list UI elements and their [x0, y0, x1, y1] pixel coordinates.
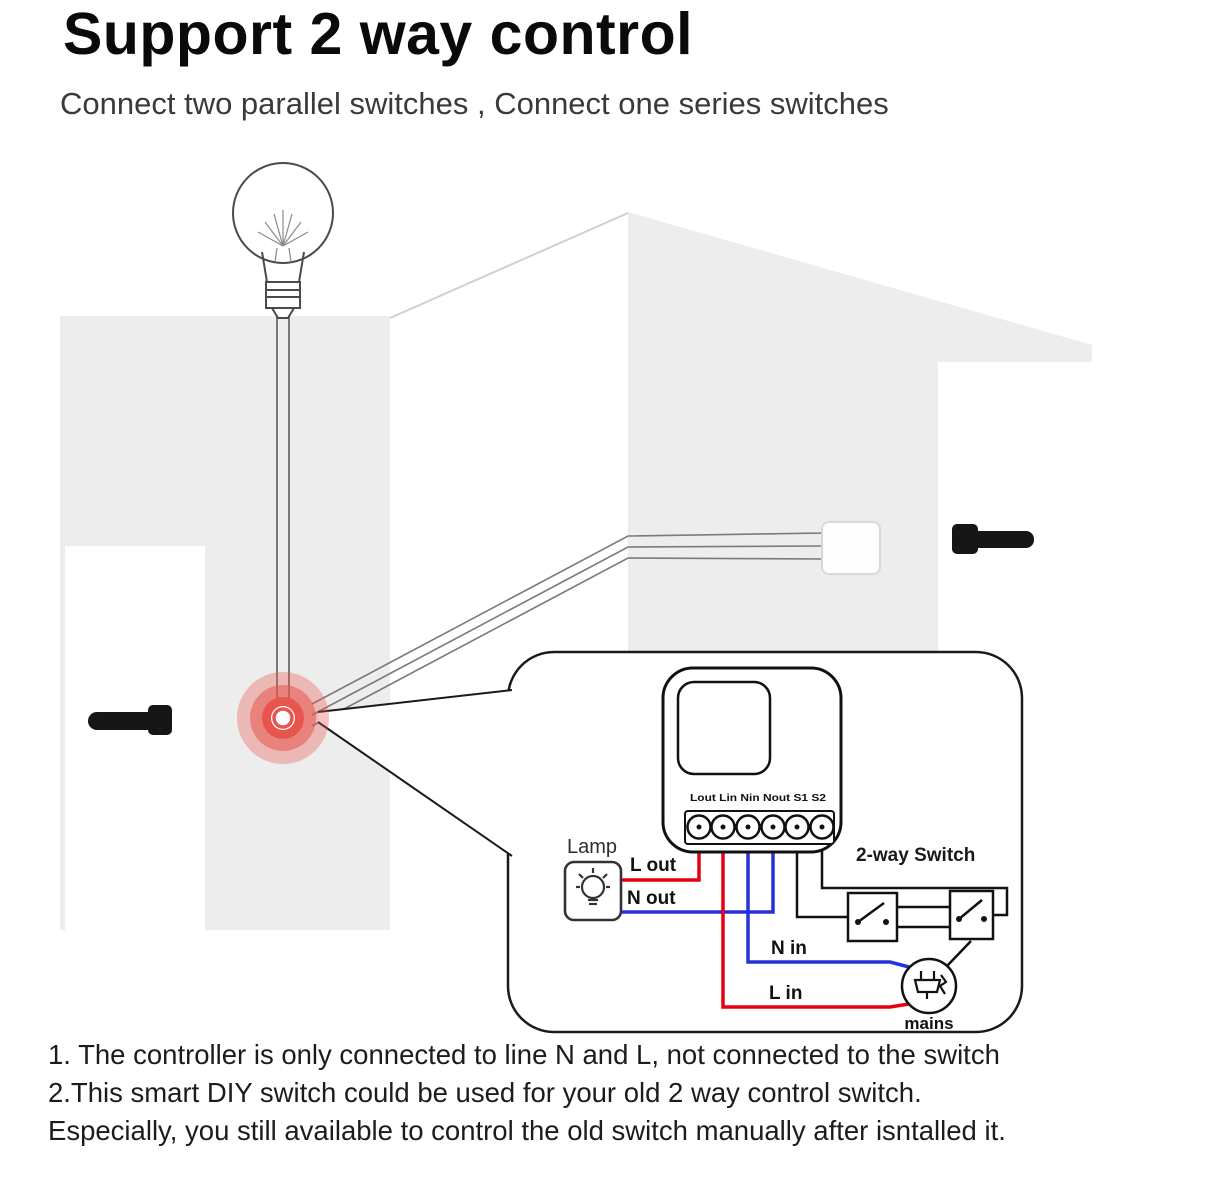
in-wall-wires: [311, 532, 827, 727]
callout-wedge-bottom: [317, 721, 513, 857]
lamp-label: Lamp: [567, 836, 617, 858]
wire-switch-to-mains: [946, 940, 972, 967]
two-way-switch-right-icon: [948, 889, 995, 941]
l-out-label: L out: [630, 855, 677, 876]
wire-s1: [795, 840, 848, 919]
note-line-2: 2.This smart DIY switch could be used fo…: [48, 1077, 922, 1108]
light-bulb-icon: [232, 162, 334, 319]
wiring-detail: Lout Lin Nin Nout S1 S2: [563, 666, 1009, 1033]
mains-plug-icon: [900, 957, 958, 1015]
right-door-handle-icon: [952, 524, 1034, 554]
junction-glow-icon: [237, 672, 329, 764]
ceiling-corner-line: [389, 212, 629, 319]
two-way-switch-left-icon: [846, 891, 899, 943]
lamp-icon: [563, 860, 623, 922]
smart-switch-module: Lout Lin Nin Nout S1 S2: [661, 666, 843, 854]
wall-switch-plate: [821, 521, 881, 575]
wire-s2: [820, 840, 1009, 917]
two-way-switch-label: 2-way Switch: [856, 845, 975, 866]
callout-wedge: [318, 690, 512, 856]
page-title: Support 2 way control: [63, 1, 694, 67]
bulb-drop-wires: [276, 310, 290, 704]
wire-n-in: [746, 840, 910, 969]
wire-n-out: [622, 840, 775, 914]
terminal-screw-slots: [696, 824, 825, 830]
left-door-handle-icon: [88, 705, 172, 735]
n-in-label: N in: [771, 938, 807, 959]
callout-wedge-top: [317, 689, 513, 713]
note-line-3: Especially, you still available to contr…: [48, 1115, 1006, 1146]
page-subtitle: Connect two parallel switches , Connect …: [60, 86, 889, 121]
left-door: [65, 546, 205, 930]
mains-label: mains: [904, 1014, 953, 1033]
instruction-notes: 1. The controller is only connected to l…: [48, 1036, 1178, 1150]
module-terminals-label: Lout Lin Nin Nout S1 S2: [690, 792, 826, 804]
n-out-label: N out: [627, 888, 676, 909]
wire-l-in: [721, 840, 910, 1009]
l-in-label: L in: [769, 983, 802, 1004]
note-line-1: 1. The controller is only connected to l…: [48, 1039, 1000, 1070]
